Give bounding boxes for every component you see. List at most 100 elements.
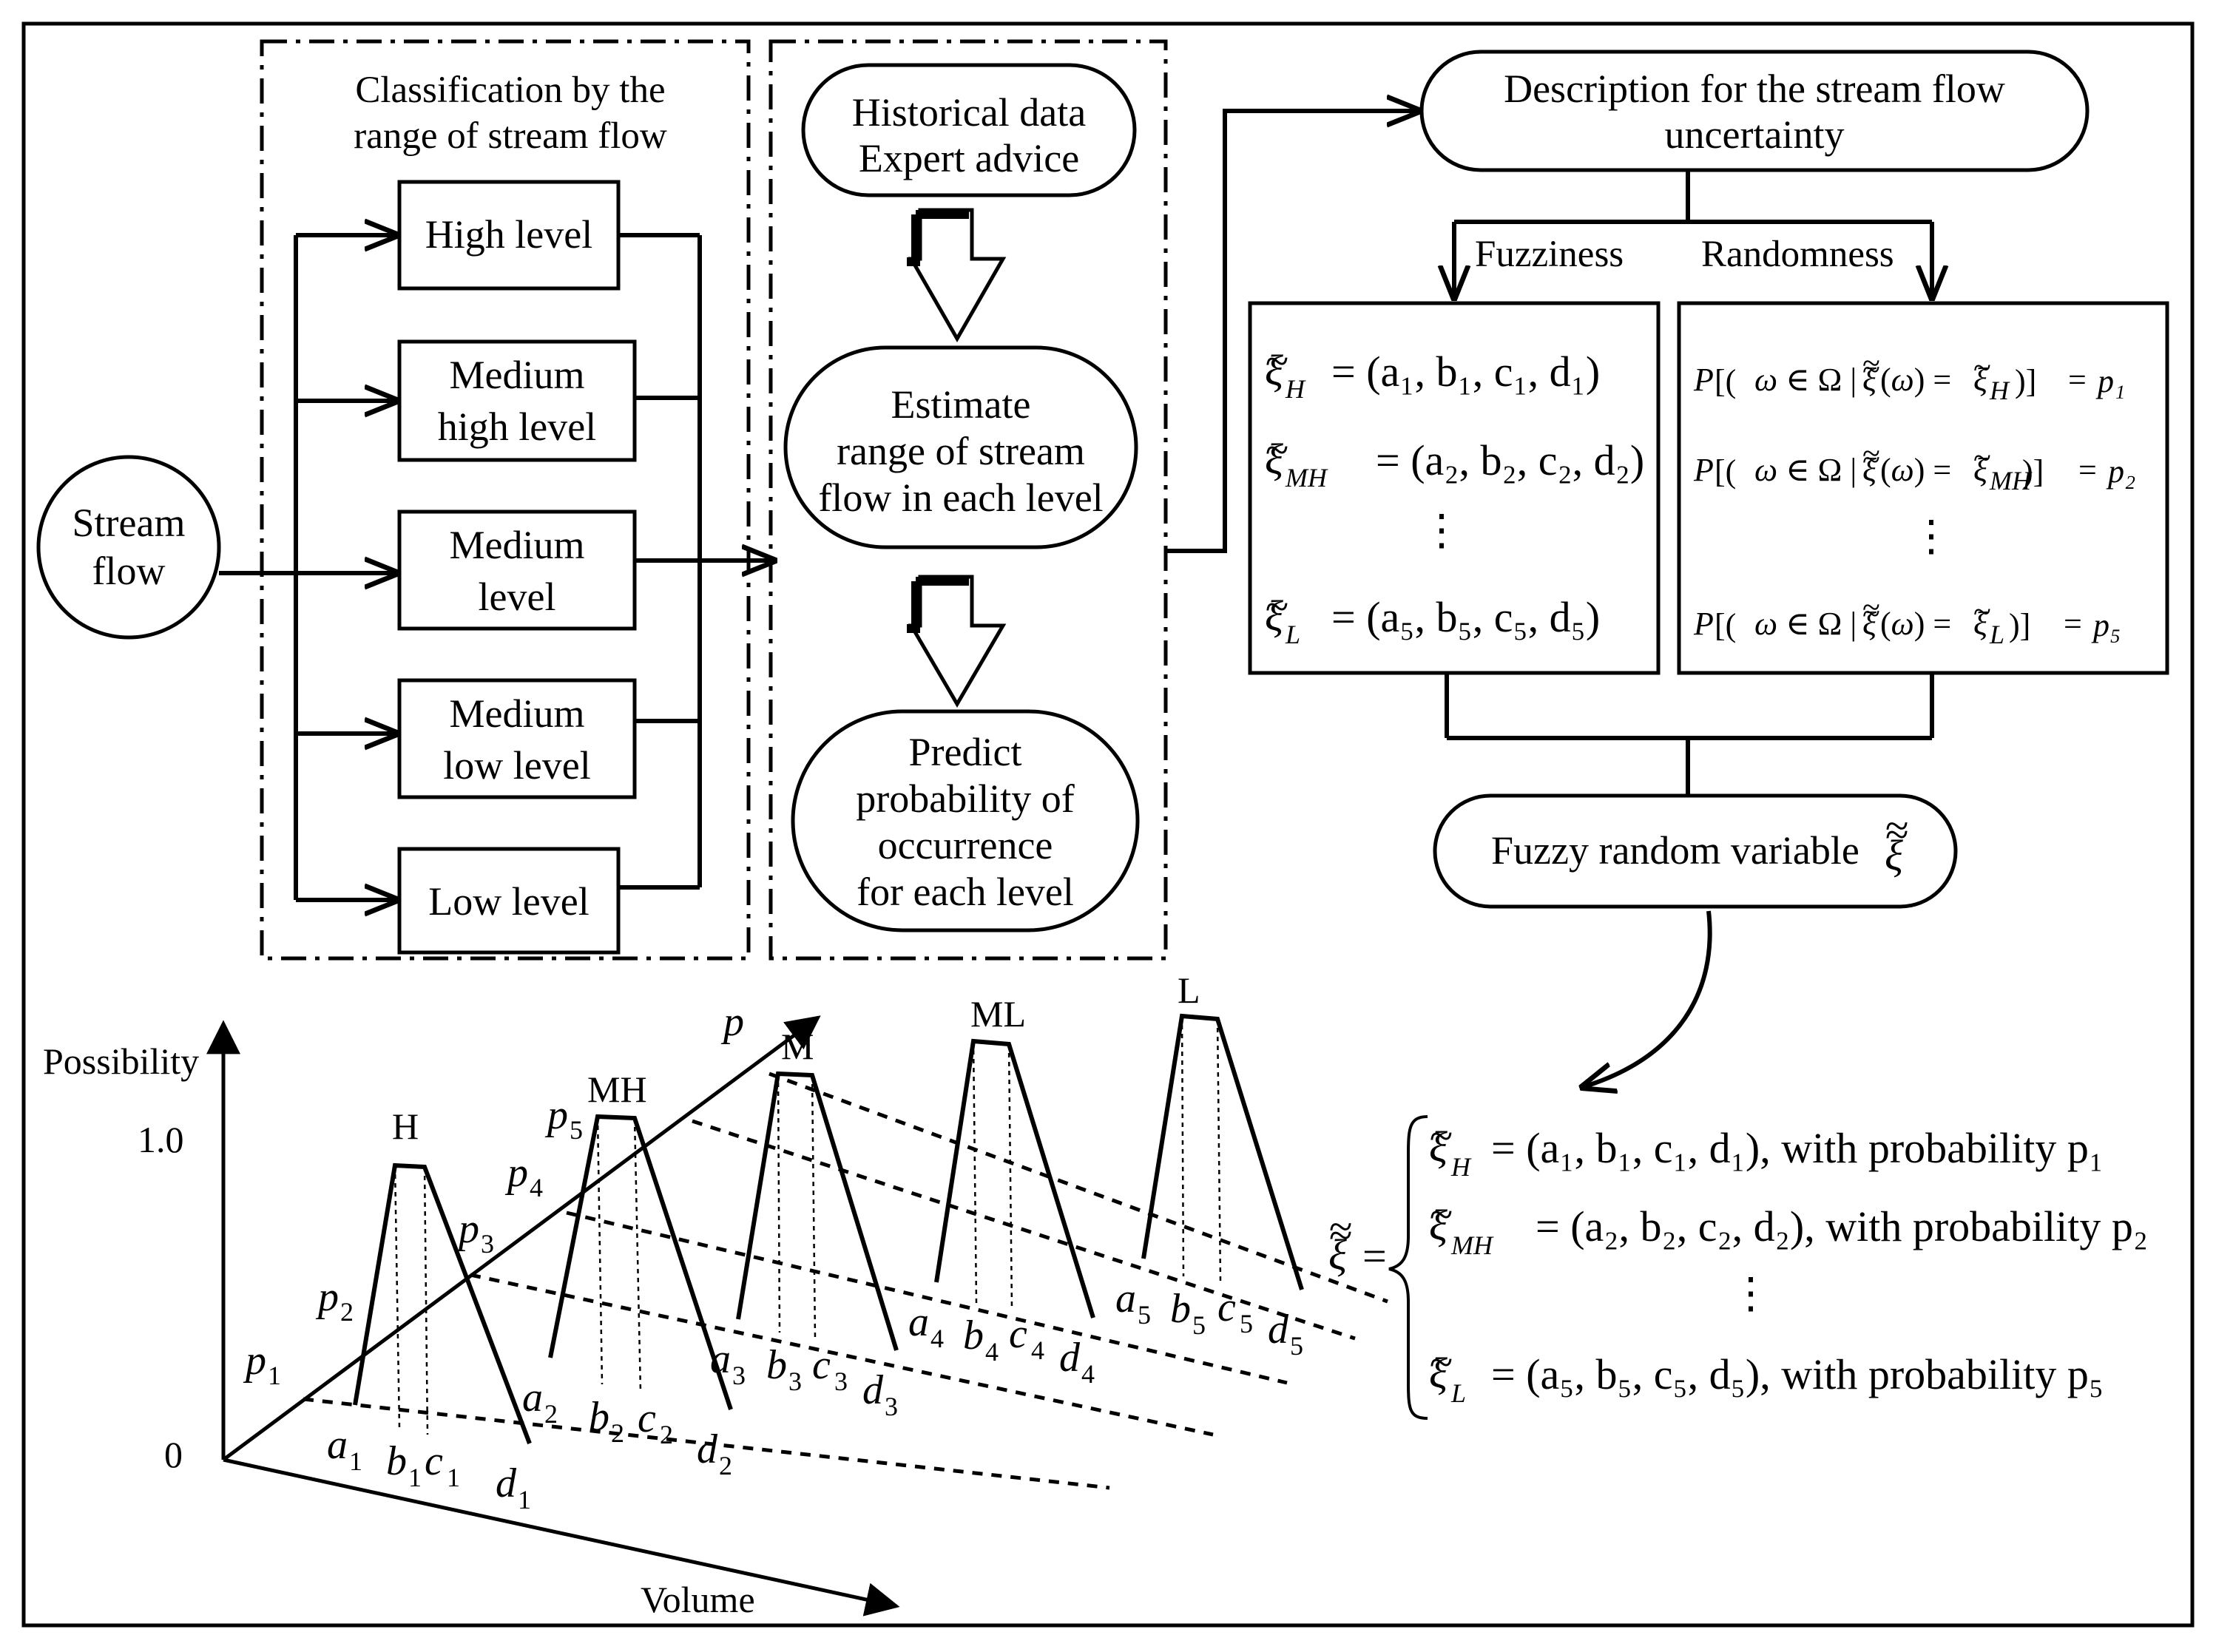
merge-lines	[1445, 673, 1934, 796]
level-label-high: High level	[425, 212, 592, 257]
process-group	[768, 39, 1168, 961]
predict-node	[791, 709, 1140, 932]
peak-label-ML: ML	[970, 993, 1026, 1035]
trapezoid-L	[1141, 1013, 1304, 1290]
svg-text:[(: [(	[1715, 453, 1736, 490]
dashed-baseline-1	[303, 1397, 1110, 1490]
svg-text:H: H	[1989, 376, 2010, 405]
svg-text:ξ: ξ	[1862, 362, 1876, 398]
point-sub-d3: 3	[885, 1392, 898, 1421]
outer-frame	[21, 21, 2195, 1628]
svg-text:[(: [(	[1715, 363, 1736, 399]
point-sub-b3: 3	[788, 1367, 802, 1396]
point-c4: c	[1009, 1311, 1027, 1357]
dotted-c-5	[1216, 1018, 1222, 1282]
point-sub-c2: 2	[660, 1420, 673, 1449]
randomness-label: Randomness	[1701, 234, 1894, 275]
origin-label: 0	[164, 1434, 183, 1475]
svg-text:ξ: ξ	[1429, 1349, 1448, 1397]
classification-title-line1: Classification by the	[355, 70, 665, 111]
description-node	[1419, 50, 2090, 172]
point-sub-b2: 2	[611, 1418, 624, 1448]
result-lhs: ξ ≈ =	[1328, 1207, 1387, 1280]
point-b2: b	[589, 1394, 609, 1440]
svg-text:P: P	[1693, 606, 1714, 642]
level-label-low: Low level	[428, 879, 589, 924]
svg-text:ξ: ξ	[1265, 592, 1283, 640]
level-arrows	[296, 235, 396, 900]
svg-text:)]: )]	[2009, 607, 2030, 643]
dotted-b-1	[393, 1165, 401, 1429]
svg-text:~: ~	[1429, 1191, 1452, 1239]
estimate-line2: range of stream	[837, 429, 1085, 473]
trapezoid-M	[736, 1071, 899, 1351]
point-a1: a	[327, 1422, 348, 1468]
frv-xi-tilde: ≈	[1885, 806, 1908, 854]
svg-text:ξ: ξ	[1973, 362, 1987, 398]
svg-text:ξ: ξ	[1862, 452, 1876, 488]
svg-text:ξ: ξ	[1973, 452, 1987, 488]
point-c3: c	[812, 1342, 831, 1388]
point-sub-b1: 1	[408, 1463, 422, 1492]
svg-text:= (a₁, b₁, c₁, d₁): = (a₁, b₁, c₁, d₁)	[1331, 348, 1600, 396]
estimate-line3: flow in each level	[818, 475, 1103, 520]
trapezoid-ML	[934, 1038, 1095, 1318]
svg-text:= (a₂, b₂, c₂, d₂), with proba: = (a₂, b₂, c₂, d₂), with probability p₂	[1536, 1202, 2148, 1250]
frv-to-result-arrow	[1583, 910, 1712, 1087]
predict-line4: for each level	[857, 870, 1074, 914]
svg-text:~: ~	[1265, 583, 1288, 631]
fuzziness-box	[1248, 301, 1661, 675]
fuzzy-random-variable-node	[1433, 793, 1958, 909]
right-bus	[618, 233, 774, 890]
dotted-c-2	[633, 1117, 642, 1392]
point-a4: a	[908, 1299, 929, 1345]
peak-label-MH: MH	[587, 1069, 647, 1110]
svg-text:= (a₁, b₁, c₁, d₁), with proba: = (a₁, b₁, c₁, d₁), with probability p₁	[1491, 1124, 2104, 1172]
result-brace	[1388, 1115, 1428, 1420]
svg-text:ξ: ξ	[1862, 606, 1876, 642]
point-c1: c	[425, 1438, 443, 1484]
random-ellipsis: ⋮	[1910, 512, 1953, 560]
point-c2: c	[638, 1395, 656, 1441]
split-lines	[1454, 170, 1932, 297]
svg-text:ω ∈ Ω |: ω ∈ Ω |	[1754, 362, 1857, 398]
svg-text:ξ: ξ	[1265, 435, 1283, 483]
dotted-b-2	[596, 1116, 604, 1385]
point-sub-b5: 5	[1192, 1310, 1206, 1340]
dotted-b-5	[1180, 1015, 1185, 1277]
dashed-baseline-5	[768, 1072, 1388, 1304]
dotted-c-1	[423, 1166, 429, 1435]
svg-text:~: ~	[1265, 426, 1288, 474]
historical-line2: Expert advice	[859, 136, 1079, 180]
frv-label: Fuzzy random variable	[1491, 828, 1859, 873]
random-row-0: P [( ω ∈ Ω | ξ≈ (ω) = ξ~ H )] = p₁	[1693, 348, 2125, 405]
fuzzy-row-1: ξ~ MH = (a₂, b₂, c₂, d₂)	[1265, 426, 1644, 492]
point-sub-a3: 3	[732, 1361, 746, 1390]
peak-label-M: M	[781, 1026, 814, 1067]
dotted-c-3	[811, 1074, 817, 1339]
historical-line1: Historical data	[852, 90, 1086, 135]
dashed-baseline-3	[566, 1211, 1288, 1385]
y-max-label: 1.0	[138, 1119, 184, 1160]
level-label-mh-2: high level	[438, 404, 596, 449]
point-sub-c1: 1	[447, 1463, 460, 1492]
level-label-mh-1: Medium	[450, 353, 585, 397]
frv-xi: ξ	[1885, 831, 1903, 879]
result-row-1: ξ~ MH = (a₂, b₂, c₂, d₂), with probabili…	[1429, 1191, 2148, 1260]
point-a3: a	[710, 1336, 731, 1382]
trapezoid-MH	[548, 1114, 733, 1410]
point-sub-c5: 5	[1240, 1309, 1253, 1338]
point-sub-a5: 5	[1138, 1300, 1151, 1330]
level-label-ml-2: low level	[443, 743, 590, 788]
svg-text:≈: ≈	[1862, 592, 1880, 629]
svg-text:L: L	[1285, 620, 1300, 649]
level-box-medium-low	[397, 678, 637, 799]
svg-text:[(: [(	[1715, 607, 1736, 643]
level-label-m-1: Medium	[450, 523, 585, 567]
svg-text:(ω) =: (ω) =	[1880, 362, 1951, 398]
level-label-ml-1: Medium	[450, 691, 585, 736]
point-sub-b4: 4	[985, 1337, 999, 1367]
point-b5: b	[1170, 1286, 1191, 1332]
